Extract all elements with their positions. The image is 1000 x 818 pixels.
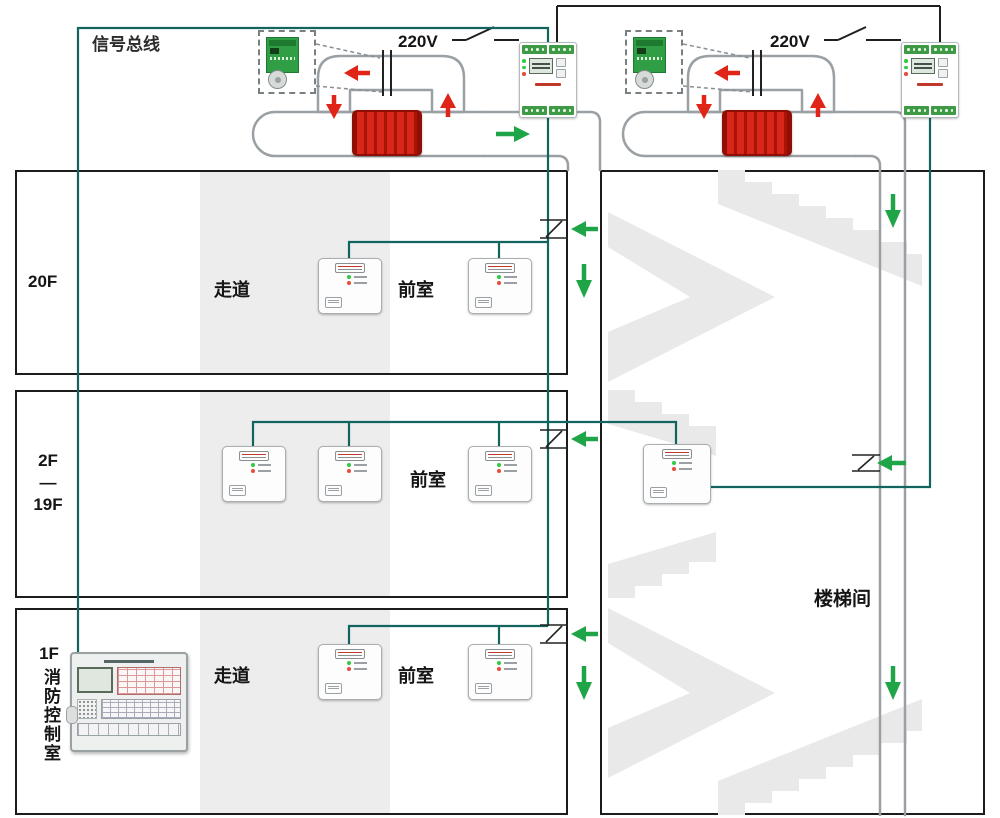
vestibule-label-20f: 前室: [398, 280, 434, 300]
panel-keypad-secondary: [101, 699, 181, 719]
sensor-gauge-icon: [635, 70, 654, 89]
device-label-plate: [335, 451, 365, 461]
device-button: [650, 487, 667, 498]
power-led: [497, 661, 501, 665]
pressure-monitor-20f-corridor: [318, 258, 382, 314]
corridor-label-20f: 走道: [214, 280, 250, 300]
power-led: [497, 275, 501, 279]
top-dampers: [382, 50, 762, 96]
panel-button-row: [77, 723, 181, 736]
voltage-label-right: 220V: [770, 32, 810, 51]
signal-bus-lines: [76, 26, 932, 652]
pressure-monitor-2f-corridor-1: [222, 446, 286, 502]
terminal-block-top: [522, 45, 574, 54]
panel-speaker-icon: [77, 699, 97, 719]
floor-label-1f: 1F: [39, 644, 59, 663]
fault-led: [347, 667, 351, 671]
controller-display: [528, 58, 553, 74]
fault-led: [251, 469, 255, 473]
power-led: [347, 275, 351, 279]
panel-display: [77, 667, 113, 693]
power-lines: [452, 5, 941, 42]
fire-control-panel: [66, 652, 188, 752]
controller-button: [937, 69, 948, 78]
supply-fan-right-icon: [722, 110, 792, 156]
pressure-monitor-20f-vestibule: [468, 258, 532, 314]
fault-led: [497, 667, 501, 671]
corridor-label-1f: 走道: [214, 666, 250, 686]
status-leds: [904, 58, 908, 78]
device-button: [475, 297, 492, 308]
fault-led: [497, 281, 501, 285]
pressure-monitor-2f-corridor-2: [318, 446, 382, 502]
device-button: [475, 485, 492, 496]
device-button: [325, 683, 342, 694]
device-label-plate: [335, 649, 365, 659]
vestibule-label-2f: 前室: [410, 470, 446, 490]
fire-control-room-label: 消防控制室: [41, 668, 60, 763]
terminal-block-bottom: [522, 106, 574, 115]
power-led: [347, 661, 351, 665]
terminal-block-bottom: [904, 106, 956, 115]
sensor-pcb-icon: [266, 37, 299, 73]
floor-label-2f-19f: 2F — 19F: [24, 450, 72, 516]
device-label-plate: [485, 451, 515, 461]
status-leds: [522, 58, 526, 78]
pressure-sensor-module-left: [258, 30, 316, 94]
brand-mark: [535, 83, 561, 86]
floor-label-20f: 20F: [28, 272, 58, 291]
pressure-monitor-1f-corridor: [318, 644, 382, 700]
power-led: [672, 461, 676, 465]
panel-title-bar: [104, 660, 154, 663]
floor-range-dash: —: [39, 473, 57, 493]
device-button: [475, 683, 492, 694]
power-led: [347, 463, 351, 467]
device-label-plate: [239, 451, 269, 461]
fan-controller-right: [901, 42, 959, 118]
device-button: [325, 485, 342, 496]
pressure-sensor-module-right: [625, 30, 683, 94]
fault-led: [672, 467, 676, 471]
fault-led: [347, 281, 351, 285]
stairwell-label: 楼梯间: [814, 589, 872, 610]
device-button: [229, 485, 246, 496]
pressure-monitor-2f-vestibule: [468, 446, 532, 502]
green-arrows: [496, 126, 906, 700]
device-label-plate: [662, 449, 692, 459]
panel-keypad: [117, 667, 181, 695]
voltage-label-left: 220V: [398, 32, 438, 51]
sensor-pcb-icon: [633, 37, 666, 73]
floor-label-19f: 19F: [33, 495, 63, 515]
controller-display: [910, 58, 935, 74]
sensor-gauge-icon: [268, 70, 287, 89]
fault-led: [497, 469, 501, 473]
panel-key-switch: [66, 706, 78, 724]
controller-button: [555, 69, 566, 78]
pressure-monitor-2f-stairwell: [643, 444, 711, 504]
signal-bus-label: 信号总线: [92, 35, 160, 54]
floor-vents: [540, 219, 880, 644]
floor-label-2f: 2F: [38, 451, 58, 470]
power-led: [497, 463, 501, 467]
controller-button: [555, 58, 566, 67]
device-label-plate: [335, 263, 365, 273]
supply-fan-left-icon: [352, 110, 422, 156]
fault-led: [347, 469, 351, 473]
fan-controller-left: [519, 42, 577, 118]
pressure-monitor-1f-vestibule: [468, 644, 532, 700]
sensor-links: [315, 43, 753, 93]
device-label-plate: [485, 263, 515, 273]
red-arrows: [326, 65, 826, 119]
controller-button: [937, 58, 948, 67]
brand-mark: [917, 83, 943, 86]
vestibule-label-1f: 前室: [398, 666, 434, 686]
device-label-plate: [485, 649, 515, 659]
device-button: [325, 297, 342, 308]
terminal-block-top: [904, 45, 956, 54]
corridor-area-1f: [200, 610, 390, 813]
power-led: [251, 463, 255, 467]
